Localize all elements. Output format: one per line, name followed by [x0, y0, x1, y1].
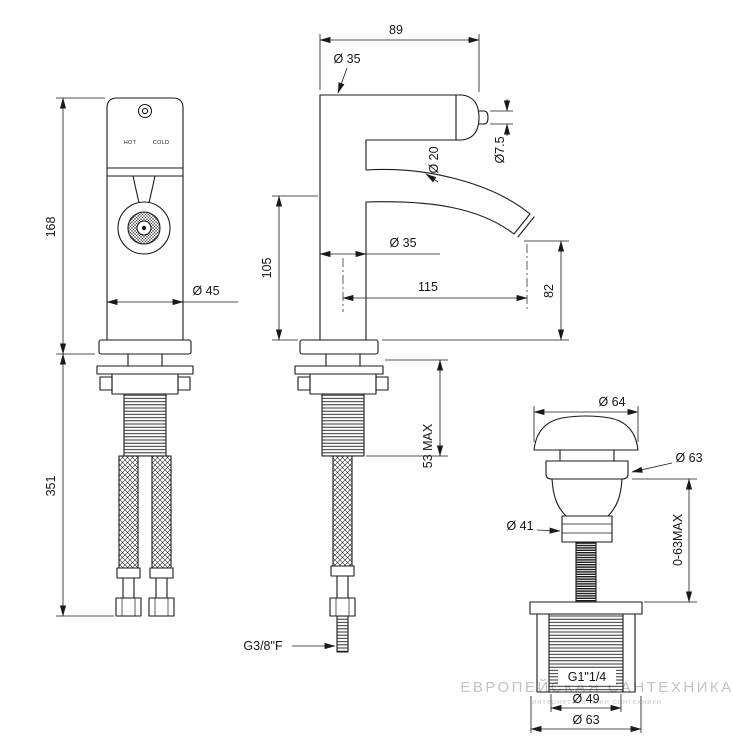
- faucet-body-side: [319, 94, 489, 341]
- cold-label: COLD: [153, 140, 169, 146]
- dim-63-nut-label: Ø 63: [572, 713, 599, 727]
- drain-cap: [533, 415, 639, 451]
- dim-7-5-label: Ø7.5: [493, 136, 507, 163]
- dim-41-label: Ø 41: [506, 519, 533, 533]
- thread-g38-label: G3/8"F: [243, 639, 283, 653]
- dim-20-label: Ø 20: [427, 146, 441, 173]
- dim-0-63max-label: 0-63MAX: [671, 513, 685, 566]
- dim-82-label: 82: [542, 284, 556, 298]
- mounting-hardware-front: [96, 339, 194, 395]
- thread-g114-label: G1"1/4: [568, 670, 607, 684]
- dim-63-flange-label: Ø 63: [675, 451, 702, 465]
- base-side: [294, 339, 389, 395]
- threaded-shank-side: [321, 393, 365, 457]
- dim-351-label: 351: [44, 476, 58, 497]
- dim-64-label: Ø 64: [598, 395, 625, 409]
- dim-105-label: 105: [260, 258, 274, 279]
- dim-168-label: 168: [44, 217, 58, 238]
- drain-view: Ø 64 Ø 63 Ø 41 0-63MAX: [506, 395, 703, 733]
- dim-115-label: 115: [418, 280, 438, 294]
- drain-flange: [545, 449, 629, 480]
- threaded-shank-front: [123, 393, 167, 457]
- dim-35-body-label: Ø 35: [389, 236, 416, 250]
- watermark-line2: интернет-магазин сантехники: [532, 697, 662, 706]
- dim-49-label: Ø 49: [572, 692, 599, 706]
- hot-label: HOT: [124, 140, 137, 146]
- drain-adjust-dimension: 0-63MAX: [632, 478, 697, 603]
- supply-hose-side: [329, 455, 356, 653]
- drain-view-dimensions-top: Ø 64: [533, 395, 639, 442]
- supply-hoses: [115, 455, 175, 617]
- drain-nut-body: G1"1/4: [529, 601, 643, 693]
- front-view-dimensions: 168 351 Ø 45: [44, 97, 238, 617]
- drain-collar: [551, 478, 623, 543]
- spout: [365, 168, 535, 238]
- front-view: HOT COLD: [44, 97, 238, 617]
- handle-pin: [478, 110, 489, 125]
- handle-knob: [117, 175, 171, 255]
- dim-35-top-label: Ø 35: [333, 52, 360, 66]
- drain-view-dimensions-bottom: Ø 49 Ø 63: [530, 692, 642, 733]
- side-view: 89 Ø 35 Ø7.5 Ø 20 Ø 35 105: [243, 23, 569, 653]
- dim-53max-label: 53 MAX: [421, 423, 435, 468]
- dim-45-label: Ø 45: [192, 284, 219, 298]
- faucet-body-front: [106, 97, 184, 341]
- side-view-dimensions: 89 Ø 35 Ø7.5 Ø 20 Ø 35 105: [243, 23, 569, 653]
- drain-threaded-rod: [575, 541, 597, 603]
- dim-89-label: 89: [389, 23, 403, 37]
